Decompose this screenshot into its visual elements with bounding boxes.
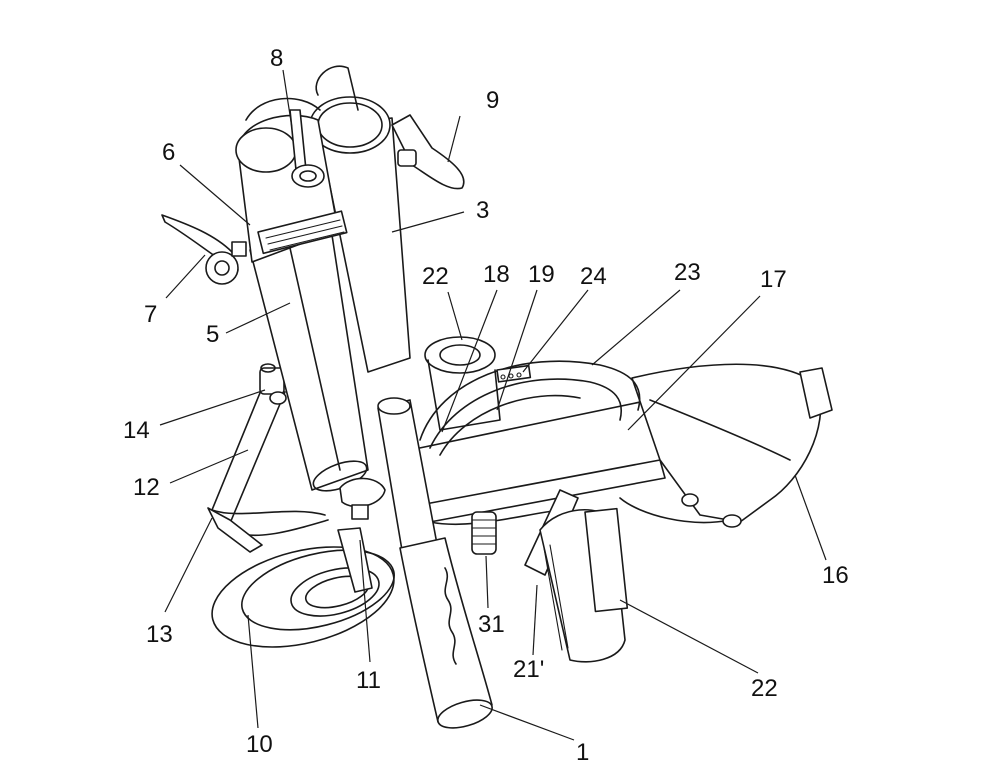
lever-9: [391, 114, 465, 190]
bolt-8: [289, 109, 325, 188]
label-6: 6: [162, 139, 175, 166]
label-19: 19: [528, 261, 555, 288]
label-9: 9: [486, 87, 499, 114]
reference-labels: 8 9 6 3 22 18 19 24 23 17 7 5 14 12 16 3…: [123, 45, 849, 766]
pedal: [524, 489, 629, 663]
label-5: 5: [206, 321, 219, 348]
leader-lines: [159, 69, 827, 741]
label-12: 12: [133, 474, 160, 501]
label-11: 11: [356, 667, 381, 694]
label-7: 7: [144, 301, 157, 328]
label-1: 1: [576, 739, 589, 766]
label-18: 18: [483, 261, 510, 288]
label-24: 24: [580, 263, 607, 290]
lock-24: [496, 364, 532, 383]
rear-frame: [207, 387, 329, 553]
lever-7: [161, 214, 247, 285]
ring-22: [424, 336, 501, 431]
label-8: 8: [270, 45, 283, 72]
clamp-6: [235, 97, 348, 263]
label-22-bottom: 22: [751, 675, 778, 702]
label-21-prime: 21': [513, 656, 544, 683]
label-31: 31: [478, 611, 505, 638]
label-17: 17: [760, 266, 787, 293]
spring-31: [471, 511, 497, 555]
label-16: 16: [822, 562, 849, 589]
strap-23: [419, 360, 641, 456]
label-13: 13: [146, 621, 173, 648]
tube-3: [309, 65, 411, 373]
deck-beam: [409, 399, 666, 526]
front-housing: [619, 363, 833, 528]
label-3: 3: [476, 197, 489, 224]
label-23: 23: [674, 259, 701, 286]
knob: [339, 477, 386, 520]
label-10: 10: [246, 731, 273, 758]
handlebar: [377, 397, 493, 729]
rear-wheel: [211, 546, 395, 648]
label-14: 14: [123, 417, 150, 444]
label-22-top: 22: [422, 263, 449, 290]
